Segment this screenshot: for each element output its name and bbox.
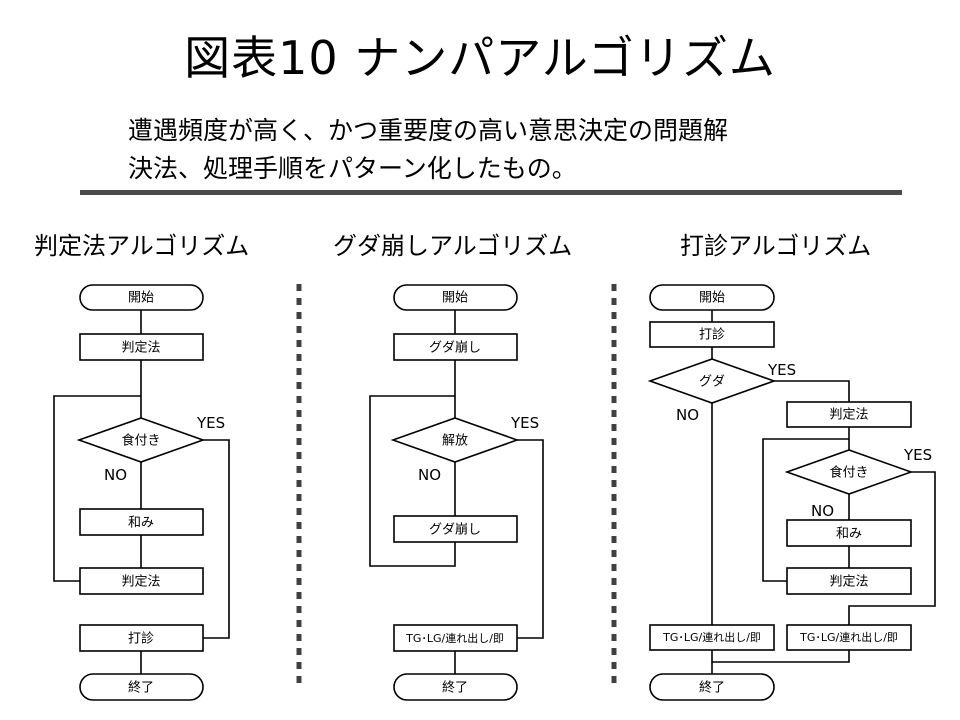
- page-title: 図表10 ナンパアルゴリズム: [184, 31, 776, 85]
- process-label: TG･LG/連れ出し/即: [799, 630, 898, 644]
- end-label: 終了: [699, 680, 725, 696]
- process-box: [393, 333, 518, 361]
- no-label: NO: [104, 466, 127, 484]
- end-terminal: [79, 673, 204, 701]
- process-label: グダ崩し: [429, 523, 481, 538]
- yes-label: YES: [903, 446, 932, 464]
- process-box: [649, 624, 775, 651]
- process-box: [79, 624, 204, 652]
- process-box: [393, 515, 518, 543]
- process-box: [786, 624, 912, 651]
- no-label: NO: [676, 406, 699, 424]
- end-terminal: [393, 673, 518, 701]
- decision-label: 食付き: [829, 465, 868, 481]
- start-terminal: [393, 284, 518, 311]
- end-terminal: [649, 673, 775, 701]
- flowchart-tap: 開始 打診 グダ YES NO 判定法 食付き YES NO 和み 判定法 TG…: [647, 284, 936, 701]
- process-label: 判定法: [121, 341, 160, 356]
- process-label: TG･LG/連れ出し/即: [405, 631, 504, 645]
- process-label: 和み: [128, 516, 154, 531]
- decision-label: 食付き: [121, 433, 160, 449]
- process-box: [786, 567, 912, 595]
- no-label: NO: [418, 466, 441, 484]
- subtitle-line-1: 遭遇頻度が高く、かつ重要度の高い意思決定の問題解: [128, 116, 729, 145]
- no-label: NO: [811, 502, 834, 520]
- algo-title-tap: 打診アルゴリズム: [680, 232, 872, 260]
- algo-title-guda: グダ崩しアルゴリズム: [333, 232, 573, 260]
- subtitle-line-2: 決法、処理手順をパターン化したもの。: [128, 154, 577, 183]
- decision-diamond: [647, 358, 777, 404]
- yes-label: YES: [196, 414, 225, 432]
- decision-diamond: [390, 417, 520, 463]
- decision-diamond: [784, 449, 914, 495]
- end-label: 終了: [128, 680, 154, 696]
- process-label: 判定法: [829, 408, 868, 423]
- decision-label: 解放: [442, 434, 468, 449]
- loop-edge: [369, 395, 456, 567]
- process-label: 打診: [128, 631, 154, 647]
- yes-edge-2: [848, 471, 936, 625]
- merge-edge: [711, 650, 850, 663]
- process-box: [786, 519, 912, 547]
- process-label: 打診: [699, 327, 725, 343]
- decision-label: グダ: [699, 375, 725, 390]
- flowchart-guda: 開始 グダ崩し 解放 YES NO グダ崩し TG･LG/連れ出し/即 終了: [369, 284, 544, 701]
- start-terminal: [649, 284, 775, 311]
- yes-label: YES: [767, 361, 796, 379]
- process-label: 和み: [836, 527, 862, 542]
- decision-diamond: [76, 417, 206, 463]
- process-box: [649, 321, 775, 348]
- start-label: 開始: [442, 291, 468, 306]
- process-box: [79, 508, 204, 536]
- page-subtitle: 遭遇頻度が高く、かつ重要度の高い意思決定の問題解 決法、処理手順をパターン化した…: [128, 112, 728, 188]
- start-terminal: [79, 284, 204, 311]
- algo-title-judge: 判定法アルゴリズム: [34, 232, 250, 260]
- yes-edge: [774, 380, 850, 402]
- process-label: 判定法: [121, 575, 160, 590]
- process-label: TG･LG/連れ出し/即: [662, 630, 761, 644]
- process-box: [786, 401, 912, 428]
- title-rule: [80, 190, 902, 195]
- process-label: グダ崩し: [429, 341, 481, 356]
- loop-edge: [762, 438, 849, 582]
- yes-edge: [517, 439, 544, 639]
- yes-label: YES: [510, 414, 539, 432]
- process-box: [79, 567, 204, 595]
- start-label: 開始: [699, 291, 725, 306]
- process-box: [393, 624, 518, 652]
- end-label: 終了: [442, 680, 468, 696]
- yes-edge: [203, 439, 230, 639]
- process-box: [79, 333, 204, 361]
- start-label: 開始: [128, 291, 154, 306]
- loop-edge: [53, 395, 141, 582]
- process-label: 判定法: [829, 575, 868, 590]
- flowchart-judge: 開始 判定法 食付き YES NO 和み 判定法 打診 終了: [53, 284, 230, 701]
